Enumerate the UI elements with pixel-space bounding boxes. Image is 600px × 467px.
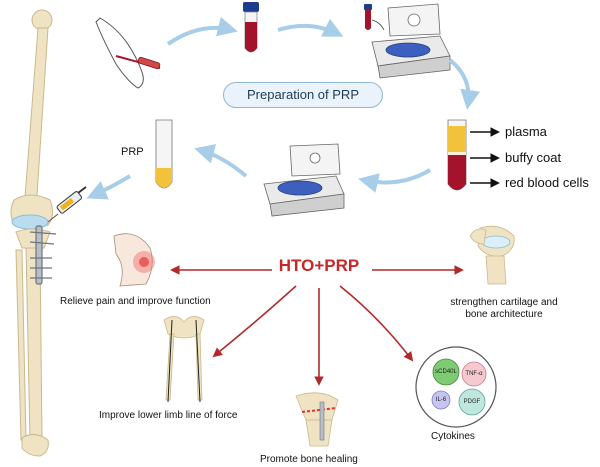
- centrifuge-icon-bottom: [263, 143, 345, 217]
- cytokine-scd40l: sCD40L: [435, 369, 457, 375]
- flow-arrow-6: [86, 174, 132, 200]
- blood-tube-icon: [243, 2, 259, 53]
- prp-tube-icon: [155, 119, 173, 189]
- flow-arrow-1: [166, 16, 238, 46]
- cytokine-tnf: TNF-α: [465, 371, 483, 377]
- outcome-pain-label: Relieve pain and improve function: [60, 296, 211, 307]
- flow-arrow-2: [277, 18, 344, 37]
- red-blood-cells-label: red blood cells: [505, 175, 589, 190]
- knee-joint-icon: [469, 225, 515, 285]
- osteotomy-bone-icon: [295, 392, 339, 447]
- arrow-to-limb: [212, 285, 297, 358]
- painful-knee-icon: [113, 233, 155, 287]
- plasma-label: plasma: [505, 124, 547, 139]
- flow-arrow-3: [448, 58, 481, 110]
- outcome-bone-label: Promote bone healing: [260, 454, 358, 465]
- arm-blood-draw-icon: [95, 17, 161, 89]
- prp-preparation-label: Preparation of PRP: [223, 82, 383, 108]
- buffy-coat-label: buffy coat: [505, 150, 562, 165]
- pelvis-limb-icon: [163, 316, 205, 403]
- prp-tube-label: PRP: [121, 146, 144, 158]
- flow-arrow-4: [358, 168, 432, 193]
- outcome-cytokines-label: Cytokines: [431, 431, 475, 442]
- cytokines-cluster-icon: [415, 346, 497, 428]
- flow-arrow-5: [194, 144, 248, 178]
- separated-tube-icon: [447, 119, 467, 191]
- outcome-limb-label: Improve lower limb line of force: [99, 410, 238, 421]
- leg-skeleton-icon: [10, 9, 54, 457]
- arrow-to-cytokines: [339, 285, 414, 362]
- hto-prp-hub-label: HTO+PRP: [278, 256, 360, 275]
- centrifuge-icon-top: [371, 3, 451, 79]
- outcome-cartilage-line1: strengthen cartilage and: [450, 297, 558, 308]
- syringe-icon: [47, 186, 87, 223]
- small-tube-icon: [364, 4, 385, 31]
- cytokine-pdgf: PDGF: [463, 399, 481, 405]
- fixation-plate-icon: [29, 225, 57, 285]
- outcome-cartilage-line2: bone architecture: [465, 309, 543, 320]
- cytokine-il6: IL-6: [435, 397, 447, 403]
